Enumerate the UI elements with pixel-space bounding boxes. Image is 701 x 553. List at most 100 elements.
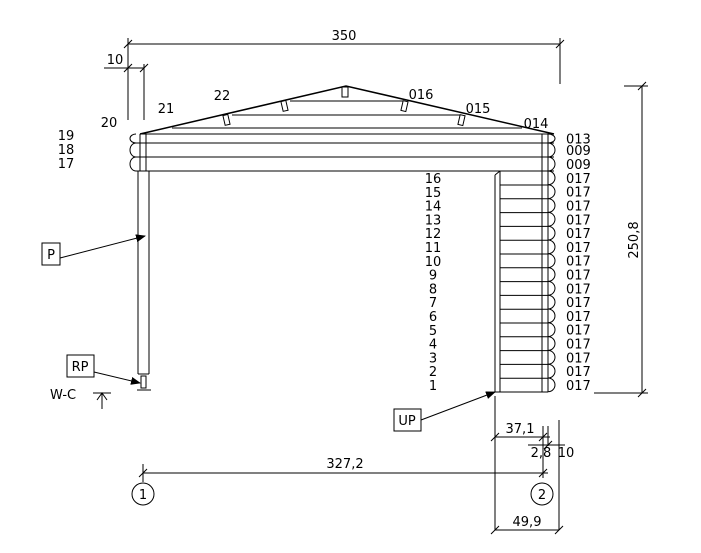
label-20: 20	[101, 116, 118, 131]
wall-log-number: 3	[429, 351, 437, 366]
roof-purlin-ridge	[341, 86, 349, 98]
callout-p-label: P	[47, 248, 55, 263]
upper-logs	[129, 133, 554, 172]
callout-rp: RP	[66, 354, 141, 385]
log-code: 017	[566, 296, 591, 311]
roof-label-22: 22	[214, 89, 231, 104]
callout-up-label: UP	[398, 414, 416, 429]
log-end	[547, 198, 556, 213]
wall-log-number: 15	[425, 186, 442, 201]
dim-total-width: 350	[123, 29, 565, 120]
log-end	[547, 133, 556, 144]
dim-total-width-label: 350	[332, 29, 357, 44]
dim-left-offset-label: 10	[107, 53, 124, 68]
log-code: 009	[566, 158, 591, 173]
wall-log-number: 4	[429, 338, 437, 353]
log-code: 017	[566, 241, 591, 256]
wall-log-number: 13	[425, 213, 442, 228]
wall-log-number: 11	[425, 241, 442, 256]
log-end	[547, 156, 556, 172]
dim-axis-span: 327,2	[326, 457, 363, 472]
dim-left-offset: 10	[104, 53, 149, 120]
label-19: 19	[58, 129, 75, 144]
axis-marker-2: 2	[530, 482, 554, 506]
log-code: 017	[566, 379, 591, 394]
bottom-dimensions: 37,1 2,8 10 49,9 327,2	[138, 396, 575, 535]
log-code: 017	[566, 186, 591, 201]
wall-log-number: 10	[425, 255, 442, 270]
label-21: 21	[158, 102, 175, 117]
log-end	[547, 322, 556, 338]
log-end	[547, 184, 556, 200]
dim-2-8: 2,8	[531, 446, 552, 461]
callout-p: P	[41, 234, 146, 266]
wall-log-number: 12	[425, 227, 442, 242]
log-code: 017	[566, 227, 591, 242]
roof-label-015: 015	[466, 102, 491, 117]
wall-log-number: 16	[425, 172, 442, 187]
callout-up: UP	[393, 391, 496, 432]
axis-2-label: 2	[538, 488, 546, 503]
log-end	[547, 170, 556, 186]
wc-marker: W-C	[50, 388, 111, 409]
right-log-codes: 0130090090170170170170170170170170170170…	[566, 133, 591, 394]
log-end	[547, 142, 556, 158]
post-foot	[140, 375, 147, 389]
log-code: 013	[566, 133, 591, 148]
log-end	[547, 336, 556, 351]
log-code: 017	[566, 213, 591, 228]
log-code: 017	[566, 282, 591, 297]
roof-purlin	[222, 113, 231, 126]
log-end	[547, 363, 556, 379]
roof: 22 016 015 014	[139, 85, 555, 135]
roof-purlin	[457, 114, 466, 127]
log-end	[547, 349, 556, 365]
log-end	[547, 280, 556, 296]
roof-purlin	[280, 99, 289, 112]
log-code: 017	[566, 324, 591, 339]
left-labels: 20 21 19 18 17	[58, 102, 175, 172]
axis-1-label: 1	[139, 488, 147, 503]
log-code: 017	[566, 269, 591, 284]
roof-label-014: 014	[524, 117, 549, 132]
log-code: 017	[566, 200, 591, 215]
roof-label-016: 016	[409, 88, 434, 103]
log-end	[547, 253, 556, 269]
dim-height: 250,8	[594, 81, 648, 398]
label-17: 17	[58, 157, 75, 172]
wall-log-number: 5	[429, 324, 437, 339]
post-p	[137, 171, 151, 391]
wall-log-number: 2	[429, 365, 437, 380]
wall-log-number: 8	[429, 282, 437, 297]
wall-log-number: 7	[429, 296, 437, 311]
log-code: 017	[566, 338, 591, 353]
wall-log-number: 9	[429, 269, 437, 284]
log-end	[547, 211, 556, 227]
log-end	[547, 267, 556, 282]
log-end	[547, 377, 556, 393]
log-code: 017	[566, 172, 591, 187]
log-end	[547, 225, 556, 241]
wall-log-number: 14	[425, 200, 442, 215]
wall-log-number: 6	[429, 310, 437, 325]
dim-49-9: 49,9	[513, 515, 542, 530]
log-code: 017	[566, 365, 591, 380]
log-code: 017	[566, 255, 591, 270]
right-wall	[494, 133, 556, 393]
dim-10: 10	[558, 446, 575, 461]
log-end	[547, 239, 556, 255]
wall-log-number: 1	[429, 379, 437, 394]
dim-height-label: 250,8	[627, 221, 642, 258]
axis-marker-1: 1	[131, 482, 155, 506]
label-18: 18	[58, 143, 75, 158]
callout-rp-label: RP	[72, 360, 89, 375]
wc-label: W-C	[50, 388, 76, 403]
log-end	[547, 294, 556, 310]
log-end	[547, 308, 556, 324]
dim-37-1: 37,1	[506, 422, 535, 437]
log-code: 017	[566, 351, 591, 366]
log-code: 009	[566, 144, 591, 159]
log-code: 017	[566, 310, 591, 325]
